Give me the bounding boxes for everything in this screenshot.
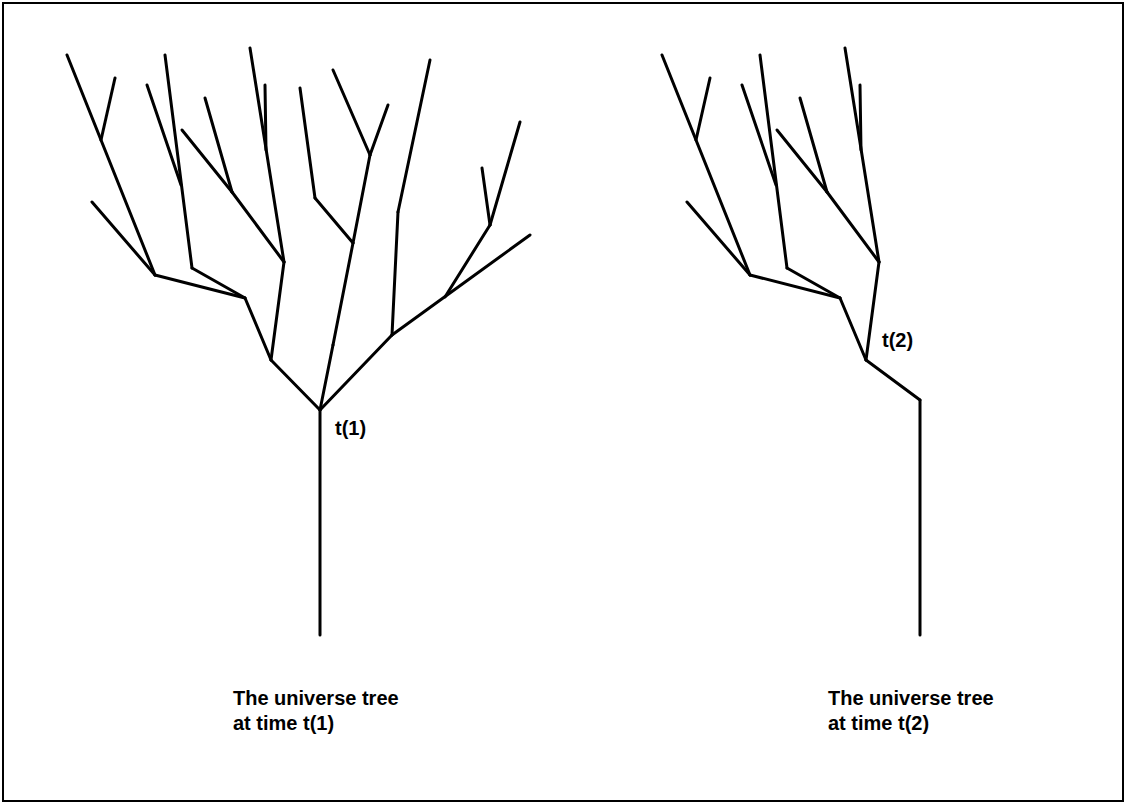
time-marker: t(1)	[333, 416, 368, 441]
time-marker: t(2)	[880, 328, 915, 353]
tree-caption: The universe tree at time t(2)	[826, 686, 1008, 736]
frame	[3, 3, 1123, 801]
tree-left	[67, 48, 530, 635]
tree-right	[662, 48, 920, 635]
tree-caption: The universe tree at time t(1)	[231, 686, 413, 736]
